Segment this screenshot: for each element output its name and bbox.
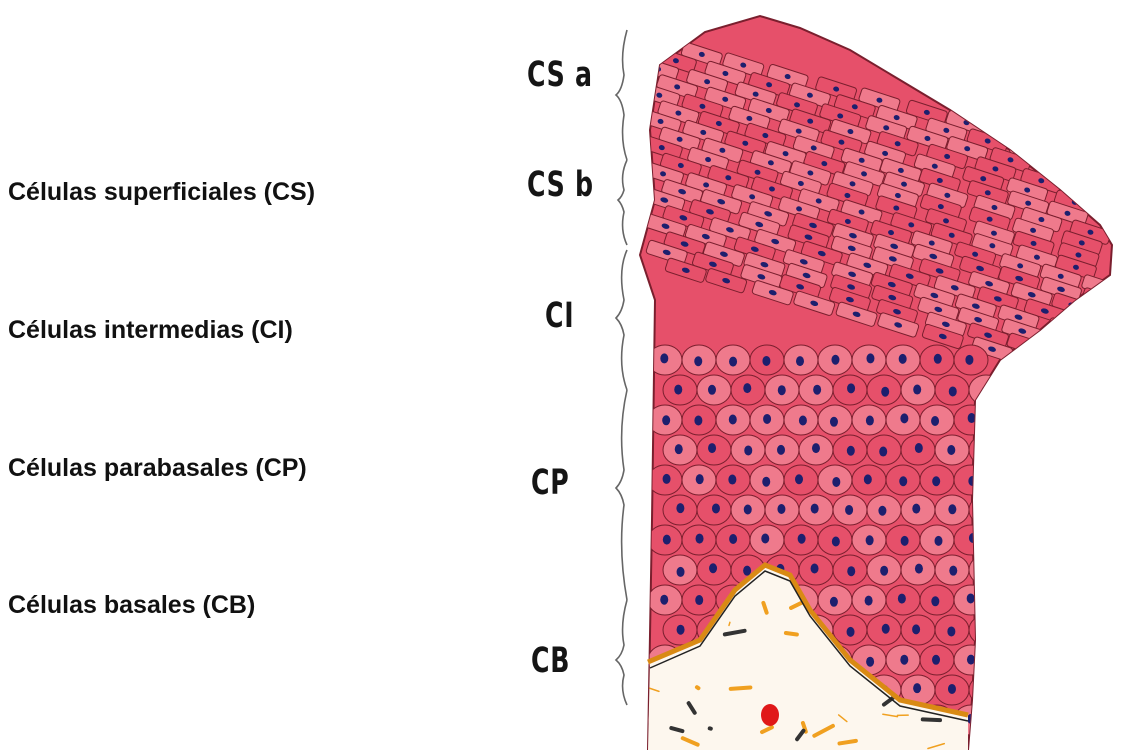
red-blood-cell [761, 704, 779, 726]
layer-braces [616, 30, 627, 705]
